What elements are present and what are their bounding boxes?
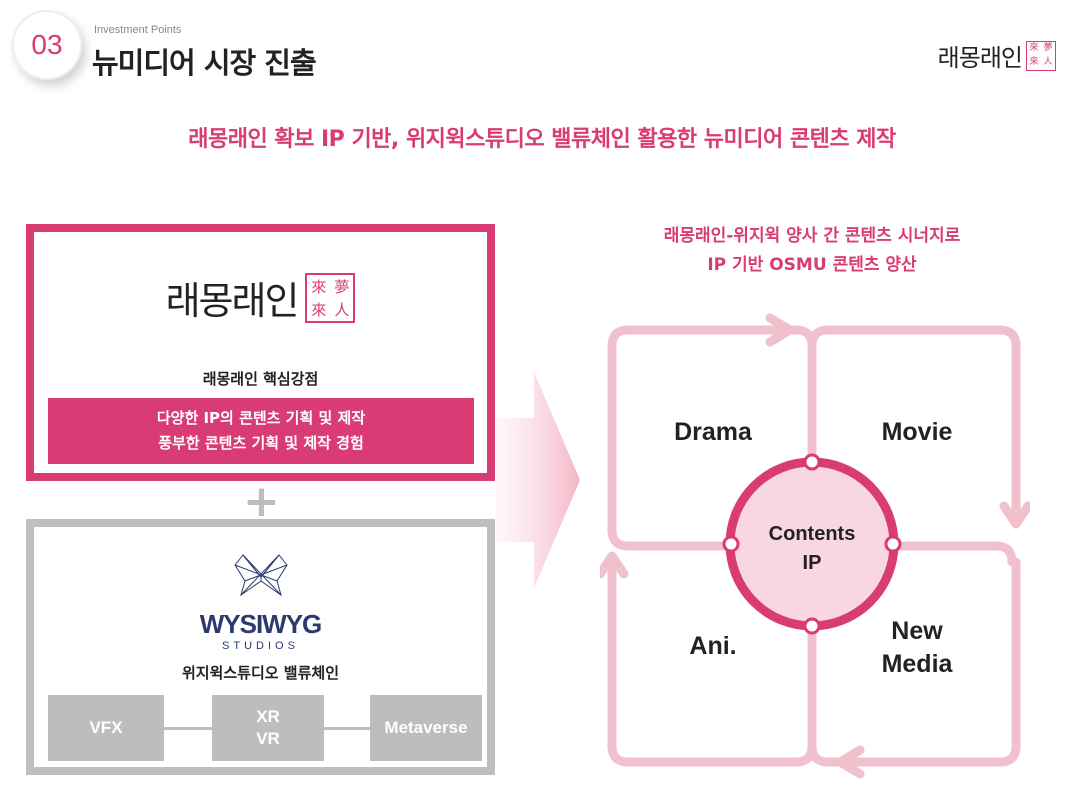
strengths-panel: 다양한 IP의 콘텐츠 기획 및 제작 풍부한 콘텐츠 기획 및 제작 경험 xyxy=(48,398,474,464)
chain-connector xyxy=(322,727,372,730)
strengths-label: 래몽래인 핵심강점 xyxy=(202,370,319,388)
wysiwyg-name: WYSIWYG xyxy=(199,609,323,639)
seal-icon: 來 夢 來 人 xyxy=(1026,40,1056,71)
chain-item-metaverse: Metaverse xyxy=(370,695,482,761)
big-arrow-icon xyxy=(496,372,580,588)
osmu-cycle-diagram xyxy=(600,313,1030,779)
chain-item-xr-vr: XR VR xyxy=(212,695,324,761)
chain-item-vfx: VFX xyxy=(48,695,164,761)
wysiwyg-sub: STUDIOS xyxy=(222,640,299,652)
plus-sign: + xyxy=(243,476,280,527)
connector-dot xyxy=(722,535,740,553)
seal-icon: 來 夢 來 人 xyxy=(305,272,356,323)
loop-top-right xyxy=(807,325,1021,517)
arrowhead-icon xyxy=(600,551,629,579)
loop-top-right-bottom xyxy=(888,541,1017,567)
company-logo: 래몽래인 來 夢 來 人 xyxy=(938,38,1056,73)
quadrant-drama: Drama xyxy=(674,418,752,446)
synergy-heading: 래몽래인-위지윅 양사 간 콘텐츠 시너지로 IP 기반 OSMU 콘텐츠 양산 xyxy=(663,226,961,275)
arrowhead-icon xyxy=(765,313,795,347)
loop-top-left xyxy=(607,325,817,551)
connector-dot xyxy=(803,617,821,635)
arrowhead-icon xyxy=(835,745,865,779)
section-number-badge: 03 xyxy=(12,10,82,80)
value-chain-label: 위지윅스튜디오 밸류체인 xyxy=(181,664,340,682)
connector-dot xyxy=(803,453,821,471)
logo-text: 래몽래인 xyxy=(165,279,300,323)
section-kicker: Investment Points xyxy=(94,24,182,36)
arrowhead-icon xyxy=(999,501,1030,529)
wysiwyg-logo: WYSIWYG STUDIOS xyxy=(34,551,487,652)
strength-item: 다양한 IP의 콘텐츠 기획 및 제작 xyxy=(156,409,366,427)
page-title: 뉴미디어 시장 진출 xyxy=(92,46,317,80)
quadrant-new-media: New Media xyxy=(881,617,953,678)
quadrant-movie: Movie xyxy=(881,418,953,446)
center-label: Contents IP xyxy=(768,523,856,574)
raemongraein-logo: 래몽래인 來 夢 來 人 xyxy=(34,270,487,325)
chain-connector xyxy=(162,727,214,730)
raemongraein-box: 래몽래인 來 夢 來 人 래몽래인 핵심강점 다양한 IP의 콘텐츠 기획 및 … xyxy=(26,224,495,481)
loop-bottom-left xyxy=(607,563,817,767)
quadrant-ani: Ani. xyxy=(689,632,737,660)
page-subtitle: 래몽래인 확보 IP 기반, 위지윅스튜디오 밸류체인 활용한 뉴미디어 콘텐츠… xyxy=(188,127,896,152)
butterfly-icon xyxy=(233,554,288,597)
wysiwyg-box: WYSIWYG STUDIOS 위지윅스튜디오 밸류체인 VFX XR VR M… xyxy=(26,519,495,775)
section-number: 03 xyxy=(31,29,63,60)
connector-dot xyxy=(884,535,902,553)
logo-text: 래몽래인 xyxy=(937,44,1023,72)
strength-item: 풍부한 콘텐츠 기획 및 제작 경험 xyxy=(158,434,364,452)
